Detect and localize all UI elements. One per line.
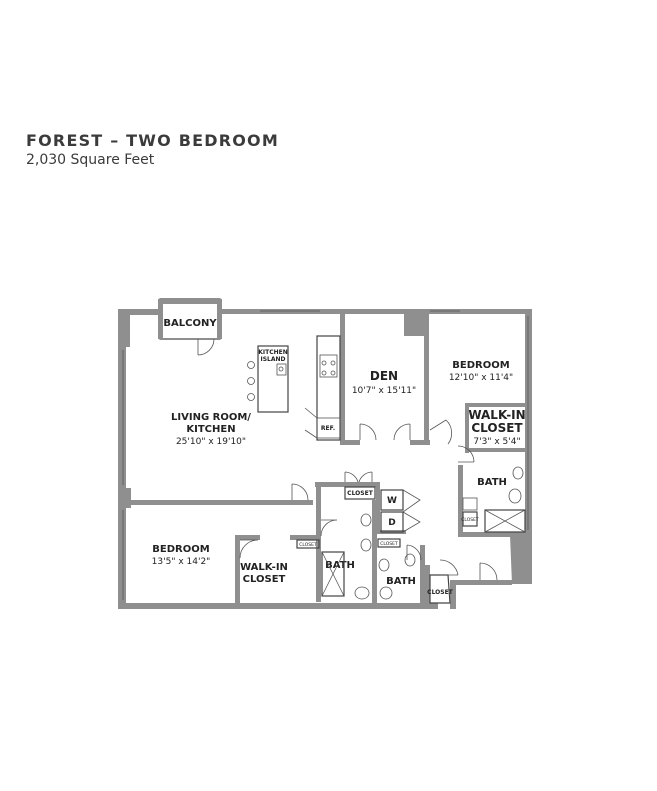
kitchen-area: KITCHEN ISLAND REF. <box>247 335 341 441</box>
refrigerator-label: REF. <box>321 425 335 432</box>
bath-right-label: BATH <box>477 477 507 488</box>
walkin-right-label-2: CLOSET <box>471 421 523 435</box>
bedroom-right-dimensions: 12'10" x 11'4" <box>449 373 513 383</box>
closet-entry-label: CLOSET <box>427 589 454 596</box>
exterior-walls <box>118 309 532 609</box>
balcony-label: BALCONY <box>163 318 217 329</box>
walkin-left-label-1: WALK-IN <box>240 562 288 573</box>
closet-bath-right-label: CLOSET <box>461 517 479 523</box>
interior-walls <box>128 314 528 605</box>
kitchen-island-label-2: ISLAND <box>260 356 285 363</box>
walkin-left-label-2: CLOSET <box>243 574 286 585</box>
bedroom-left-label: BEDROOM <box>152 544 209 555</box>
den-dimensions: 10'7" x 15'11" <box>352 386 416 396</box>
living-room-label-2: KITCHEN <box>186 424 235 435</box>
kitchen-island-label-1: KITCHEN <box>258 349 288 356</box>
living-room-dimensions: 25'10" x 19'10" <box>176 437 246 447</box>
page-title: FOREST – TWO BEDROOM <box>26 131 279 150</box>
square-footage: 2,030 Square Feet <box>26 152 155 168</box>
bath-left-label: BATH <box>325 560 355 571</box>
windows <box>122 310 529 600</box>
room-labels: LIVING ROOM/ KITCHEN 25'10" x 19'10" DEN… <box>152 360 526 587</box>
den-label: DEN <box>370 369 398 383</box>
washer-label: W <box>387 496 397 506</box>
living-room-label-1: LIVING ROOM/ <box>171 412 251 423</box>
closet-hall-label: CLOSET <box>347 490 374 497</box>
closet-small-center-label: CLOSET <box>380 541 398 547</box>
dryer-label: D <box>388 518 395 528</box>
doors <box>239 419 498 581</box>
walkin-right-dimensions: 7'3" x 5'4" <box>473 437 520 447</box>
walkin-right-label-1: WALK-IN <box>468 408 525 422</box>
balcony: BALCONY <box>158 298 222 356</box>
closets-laundry: CLOSET W D CLOSET CLOSET CLOSET CLOSET <box>296 486 479 604</box>
bedroom-left-dimensions: 13'5" x 14'2" <box>152 557 211 567</box>
bedroom-right-label: BEDROOM <box>452 360 509 371</box>
bath-fixtures <box>321 466 526 600</box>
bath-center-label: BATH <box>386 576 416 587</box>
closet-small-left-label: CLOSET <box>299 542 317 548</box>
